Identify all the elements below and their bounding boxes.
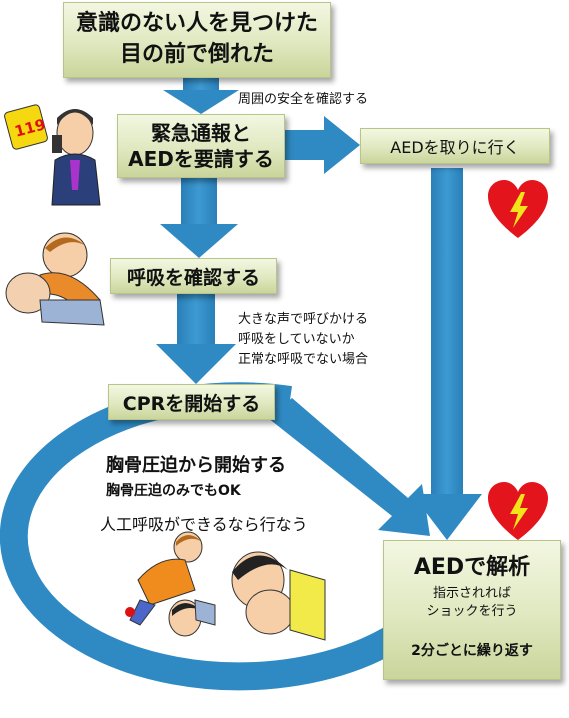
down-arrow-icon (160, 176, 238, 258)
note-breath-check-line2: 呼吸をしていないか (238, 332, 355, 348)
step-check-breathing: 呼吸を確認する (110, 258, 277, 294)
step-aed-analysis-repeat: 2分ごとに繰り返す (411, 643, 533, 660)
step-start-cpr: CPRを開始する (108, 384, 275, 420)
note-breath-check-line1: 大きな声で呼びかける (238, 312, 369, 327)
step-find-victim: 意識のない人を見つけた 目の前で倒れた (63, 2, 331, 78)
heart-bolt-icon (488, 482, 548, 540)
right-arrow-icon (283, 116, 360, 174)
caller-illustration: 119 (4, 104, 101, 206)
note-safety: 周囲の安全を確認する (238, 92, 369, 107)
right-arrow-icon (268, 398, 430, 536)
step-fetch-aed: AEDを取りに行く (360, 128, 550, 164)
step-aed-analysis-sub-line1: 指示されれば (432, 586, 511, 601)
step-emergency-call-line1: 緊急通報と (151, 121, 251, 145)
step-find-victim-line1: 意識のない人を見つけた (75, 11, 318, 37)
cpr-illustration (125, 531, 326, 641)
note-breath-check-line3: 正常な呼吸でない場合 (238, 352, 369, 368)
note-rescue-breath: 人工呼吸ができるなら行なう (100, 515, 308, 534)
down-arrow-icon (156, 292, 236, 384)
note-compression-start: 胸骨圧迫から開始する (106, 455, 286, 476)
step-emergency-call: 緊急通報と AEDを要請する (117, 114, 285, 178)
step-aed-analysis-title: AEDで解析 (413, 555, 531, 580)
down-arrow-icon (412, 168, 482, 540)
victim-check-illustration (5, 232, 105, 326)
step-start-cpr-label: CPRを開始する (122, 392, 261, 415)
step-aed-analysis: AEDで解析 指示されれば ショックを行う 2分ごとに繰り返す (383, 540, 561, 680)
step-check-breathing-label: 呼吸を確認する (126, 266, 260, 289)
step-aed-analysis-sub: 指示されれば ショックを行う (426, 585, 517, 620)
step-fetch-aed-label: AEDを取りに行く (390, 138, 520, 157)
note-compression-only: 胸骨圧迫のみでもOK (106, 483, 241, 499)
down-arrow-icon (163, 76, 239, 114)
heart-bolt-icon (488, 180, 548, 238)
note-breath-check: 大きな声で呼びかける 呼吸をしていないか 正常な呼吸でない場合 (238, 310, 368, 370)
step-emergency-call-line2: AEDを要請する (128, 147, 274, 171)
step-aed-analysis-sub-line2: ショックを行う (426, 603, 518, 619)
step-find-victim-line2: 目の前で倒れた (119, 42, 274, 67)
